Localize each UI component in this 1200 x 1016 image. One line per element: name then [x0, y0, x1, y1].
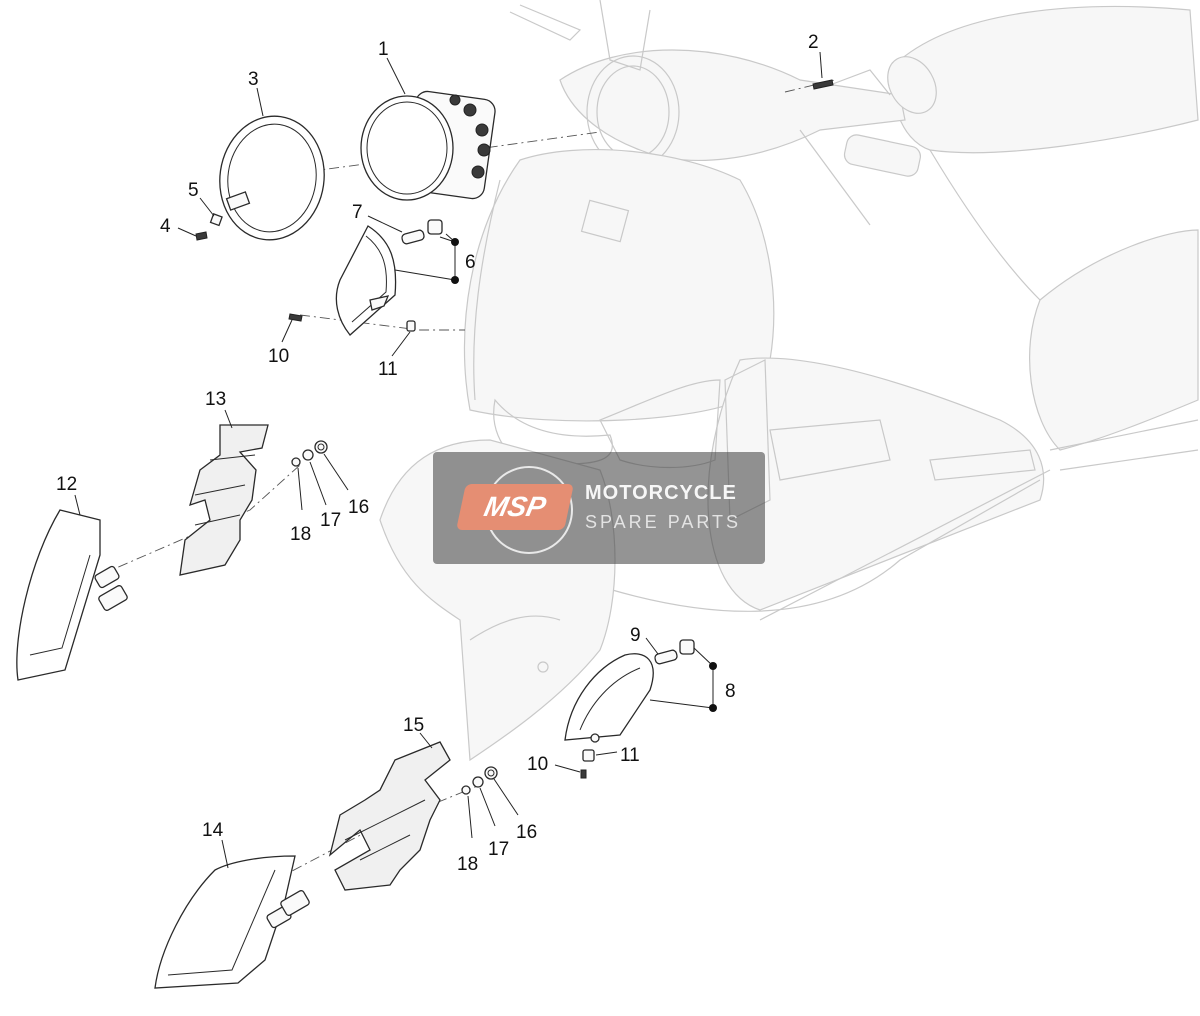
bulb-socket-lower [654, 639, 695, 665]
lower-turn-signal-lens [564, 653, 654, 743]
callout-8: 8 [725, 681, 736, 702]
callout-12: 12 [56, 474, 77, 495]
watermark-subtitle: SPARE PARTS [585, 512, 742, 532]
callout-4: 4 [160, 216, 171, 237]
screw-part-2 [812, 79, 834, 90]
lower-bracket [328, 741, 451, 891]
headlamp-trim-ring [219, 115, 325, 241]
callout-15: 15 [403, 715, 424, 736]
front-left-turn-signal [16, 509, 128, 681]
callout-9: 9 [630, 625, 641, 646]
washers-lower [461, 766, 498, 795]
callout-10-upper: 10 [268, 346, 289, 367]
callout-18-lower: 18 [457, 854, 478, 875]
nut-part-5 [209, 213, 223, 227]
clip-part-11-lower [582, 749, 595, 762]
callout-2: 2 [808, 32, 819, 53]
callout-7: 7 [352, 202, 363, 223]
callout-14: 14 [202, 820, 224, 841]
callout-11-lower: 11 [620, 745, 640, 766]
front-right-turn-signal [154, 855, 310, 989]
callout-16-upper: 16 [348, 497, 369, 518]
callout-17-upper: 17 [320, 510, 341, 531]
callout-6: 6 [465, 252, 476, 273]
callout-10-lower: 10 [527, 754, 548, 775]
watermark-title: MOTORCYCLE [585, 482, 737, 504]
callout-3: 3 [248, 69, 259, 90]
callout-18-upper: 18 [290, 524, 311, 545]
watermark-banner: MSP MOTORCYCLE SPARE PARTS [433, 452, 765, 564]
clip-part-11-upper [406, 320, 416, 332]
screw-part-10-upper [288, 313, 303, 322]
bulb-socket-upper [401, 219, 443, 245]
screw-part-4 [195, 231, 208, 241]
callout-11-upper: 11 [378, 359, 398, 380]
scooter-ghost-outline [379, 0, 1199, 762]
screw-part-10-lower [580, 769, 587, 779]
callout-1: 1 [378, 39, 389, 60]
callout-16-lower: 16 [516, 822, 537, 843]
leader-lines [74, 51, 823, 869]
upper-bracket [179, 424, 269, 576]
headlamp-unit [360, 90, 496, 201]
group-dots [451, 238, 717, 712]
callout-17-lower: 17 [488, 839, 509, 860]
upper-turn-signal-lens [335, 225, 397, 336]
washers-upper [291, 440, 328, 467]
callout-13: 13 [205, 389, 226, 410]
callout-labels: 1 2 3 4 5 6 7 8 9 10 10 11 11 12 13 14 1… [56, 32, 819, 875]
callout-5: 5 [188, 180, 199, 201]
msp-logo: MSP [456, 484, 574, 530]
msp-logo-text: MSP [481, 491, 549, 522]
